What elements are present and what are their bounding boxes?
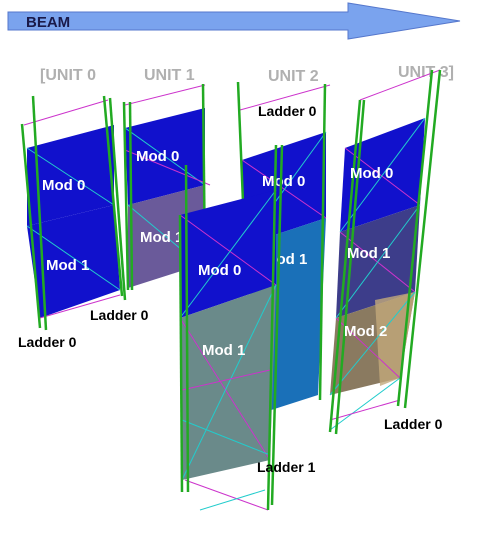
unit-2-label: UNIT 2 (268, 68, 319, 85)
unit-2-top-ladder-label: Ladder 0 (258, 103, 317, 119)
unit-2-front-mod-1-label: Mod 1 (202, 342, 245, 359)
unit-2-bottom-ladder-label: Ladder 1 (257, 459, 316, 475)
beam-arrow: BEAM (7, 2, 461, 40)
unit-2-back-mod-0-label: Mod 0 (262, 173, 305, 190)
unit-1-mod-1-label: Mod 1 (140, 229, 183, 246)
unit-1-label: UNIT 1 (144, 67, 195, 84)
unit-3-mod-1-label: Mod 1 (347, 245, 390, 262)
unit-3-ladder-label: Ladder 0 (384, 416, 443, 432)
unit-1-mod-0-label: Mod 0 (136, 148, 179, 165)
unit-1-ladder-label: Ladder 0 (90, 307, 149, 323)
unit-0-mod-0-plate (27, 125, 114, 226)
unit-0-mod-1-label: Mod 1 (46, 257, 89, 274)
beam-label: BEAM (26, 14, 70, 31)
unit-0-label: [UNIT 0 (40, 67, 96, 84)
unit-3-label: UNIT 3] (398, 64, 454, 81)
unit-2-front-ladder: Mod 0 Mod 1 (178, 144, 284, 511)
unit-3-ladder: Mod 0 Mod 1 Mod 2 (328, 69, 442, 435)
unit-0-ladder-label: Ladder 0 (18, 334, 77, 350)
unit-0-mod-0-label: Mod 0 (42, 177, 85, 194)
unit-2-front-mod-0-label: Mod 0 (198, 262, 241, 279)
unit-0-ladder: Mod 0 Mod 1 (20, 95, 127, 331)
unit-0-mod-1-plate (27, 205, 120, 318)
unit-3-mod-2-label: Mod 2 (344, 323, 387, 340)
unit-3-mod-0-label: Mod 0 (350, 165, 393, 182)
